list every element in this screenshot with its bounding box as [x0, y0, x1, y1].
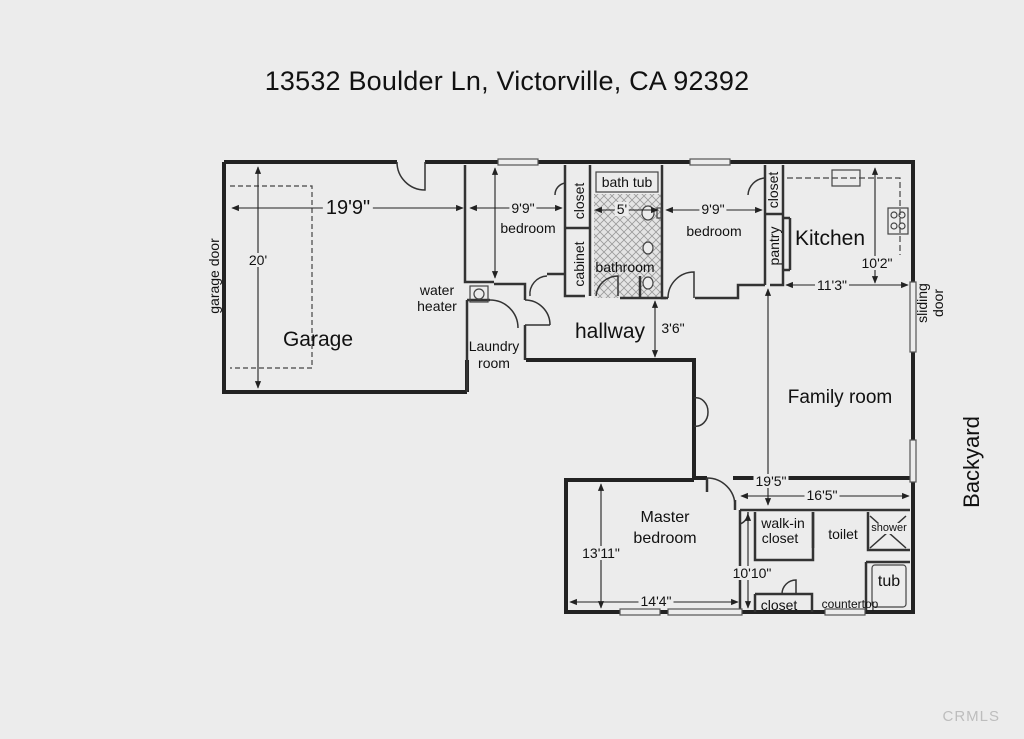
master-bedroom-label-1: Master — [640, 509, 690, 526]
exterior-walls — [222, 160, 915, 614]
property-address-title: 13532 Boulder Ln, Victorville, CA 92392 — [264, 66, 750, 96]
countertop-label: countertop — [821, 597, 879, 611]
cabinet-label: cabinet — [571, 241, 587, 287]
master-closet-label: closet — [760, 597, 798, 613]
family-room-width-dimension: 16'5" — [804, 487, 840, 503]
windows — [497, 158, 917, 616]
master-closet-depth-dimension: 10'10" — [730, 565, 774, 581]
kitchen-label: Kitchen — [794, 227, 866, 250]
family-room-depth-dimension: 19'5" — [753, 473, 789, 489]
master-depth-dimension: 13'11" — [580, 545, 622, 561]
laundry-label-1: Laundry — [468, 338, 520, 354]
bedroom-right-label: bedroom — [686, 223, 742, 239]
tub-label: tub — [877, 573, 901, 590]
closet-right-label: closet — [765, 171, 781, 209]
garage-door-label: garage door — [206, 238, 222, 314]
sliding-door-label-2: door — [930, 288, 946, 318]
bedroom-right-width-dimension: 9'9" — [699, 201, 727, 217]
water-heater-label-1: water — [419, 282, 455, 298]
toilet-label: toilet — [828, 526, 858, 542]
closet-left-label: closet — [571, 182, 587, 220]
watermark: CRMLS — [942, 708, 1000, 725]
shower-label: shower — [871, 522, 907, 534]
fixtures — [230, 169, 909, 608]
garage-width-dimension: 19'9" — [322, 198, 374, 218]
garage-label: Garage — [282, 328, 354, 351]
kitchen-depth-dimension: 10'2" — [859, 255, 895, 271]
bathroom-label: bathroom — [595, 259, 655, 275]
water-heater-label-2: heater — [417, 298, 457, 314]
walk-in-closet-label-2: closet — [761, 530, 799, 546]
bedroom-left-width-dimension: 9'9" — [509, 200, 537, 216]
bath-tub-label: bath tub — [601, 174, 653, 190]
master-bedroom-label-2: bedroom — [633, 530, 697, 547]
backyard-label: Backyard — [959, 416, 984, 508]
bath-width-dimension: 5' — [614, 201, 630, 217]
walk-in-closet-label-1: walk-in — [761, 515, 805, 531]
family-room-label: Family room — [787, 387, 893, 408]
master-width-dimension: 14'4" — [638, 593, 674, 609]
kitchen-width-dimension: 11'3" — [815, 277, 849, 293]
bedroom-left-label: bedroom — [500, 220, 556, 236]
interior-walls — [463, 165, 910, 612]
hallway-label: hallway — [574, 320, 646, 343]
hallway-width-dimension: 3'6" — [659, 320, 687, 336]
pantry-label: pantry — [766, 226, 782, 266]
laundry-label-2: room — [478, 355, 510, 371]
sliding-door-label-1: sliding — [914, 283, 930, 323]
garage-depth-dimension: 20' — [246, 252, 270, 268]
